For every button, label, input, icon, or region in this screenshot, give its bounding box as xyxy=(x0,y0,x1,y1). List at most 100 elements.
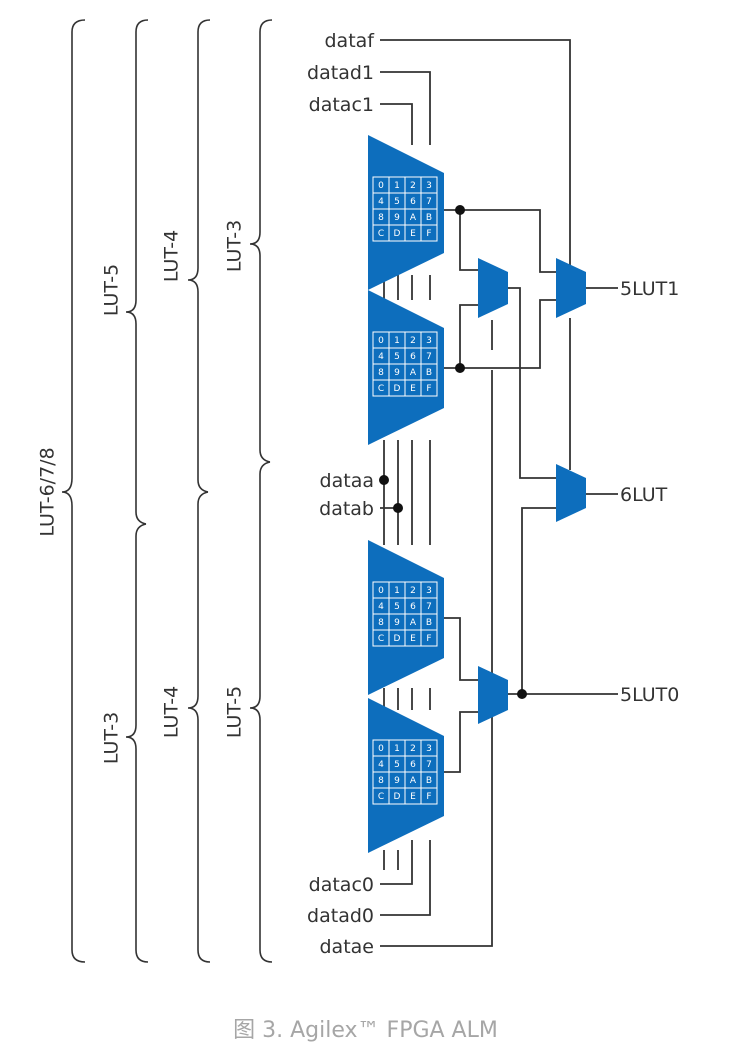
lut-cell-label: 9 xyxy=(394,618,400,628)
brace-label-lut4-bottom: LUT-4 xyxy=(161,686,183,738)
lut-cell-label: C xyxy=(378,634,384,644)
wire-lut2-to-mux xyxy=(459,304,478,368)
lut-cell-label: E xyxy=(410,384,416,394)
wire-5lut0-to-6lut xyxy=(521,507,558,694)
brace-lut5-top xyxy=(125,19,149,525)
lut-cell-label: C xyxy=(378,229,384,239)
lut-cell-label: D xyxy=(394,384,401,394)
lut-cell-label: E xyxy=(410,792,416,802)
lut-cell-label: 4 xyxy=(378,197,384,207)
lut-cell xyxy=(420,224,438,242)
lut-cell-label: 3 xyxy=(426,336,432,346)
wire-lut2-out xyxy=(440,299,558,369)
lut-trapezoid xyxy=(368,135,444,290)
lut-cell-label: 0 xyxy=(378,586,384,596)
junction-dot xyxy=(455,205,465,215)
lut-cell-label: B xyxy=(426,618,432,628)
lut-cell-label: 3 xyxy=(426,181,432,191)
brace-label-lut5-top: LUT-5 xyxy=(101,264,123,316)
lut-cell-label: 8 xyxy=(378,776,384,786)
lut-cell-label: F xyxy=(426,792,431,802)
lut-cell-label: 6 xyxy=(410,602,416,612)
output-label-6lut: 6LUT xyxy=(620,484,668,506)
lut-cell-label: 8 xyxy=(378,368,384,378)
lut-cell-label: C xyxy=(378,384,384,394)
wire-lut4-out xyxy=(440,711,478,773)
lut-cell-label: 7 xyxy=(426,602,432,612)
wires xyxy=(380,39,618,947)
lut-cell-label: 6 xyxy=(410,197,416,207)
wire-dataf xyxy=(380,39,571,268)
lut-cell-label: 7 xyxy=(426,197,432,207)
lut-cell-label: 3 xyxy=(426,744,432,754)
output-label-5lut0: 5LUT0 xyxy=(620,684,679,706)
lut-trapezoid xyxy=(368,290,444,445)
mux-5lut0 xyxy=(478,666,508,724)
lut-cell-label: D xyxy=(394,634,401,644)
lut-cell-label: 5 xyxy=(394,197,400,207)
input-label-datac0: datac0 xyxy=(309,874,374,896)
brace-lut678 xyxy=(61,19,86,963)
brace-lut3-bottom-outer xyxy=(125,523,149,963)
wire-lut1-out xyxy=(440,209,558,273)
lut-cell-label: B xyxy=(426,368,432,378)
lut-cell-label: 5 xyxy=(394,352,400,362)
brace-lut4-top xyxy=(187,19,211,493)
junction-dot xyxy=(393,503,403,513)
brace-label-lut678: LUT-6/7/8 xyxy=(37,447,59,536)
lut-cell-label: 2 xyxy=(410,744,416,754)
lut-cell-label: 2 xyxy=(410,586,416,596)
lut-cell-label: 4 xyxy=(378,352,384,362)
lut-cell-label: 2 xyxy=(410,181,416,191)
lut-cell-label: D xyxy=(394,229,401,239)
junction-dot xyxy=(455,363,465,373)
input-label-datad1: datad1 xyxy=(307,62,374,84)
wire-lut1-to-mux xyxy=(459,210,478,271)
lut-cell-label: 3 xyxy=(426,586,432,596)
lut-cell-label: 5 xyxy=(394,602,400,612)
lut-cell-label: 8 xyxy=(378,213,384,223)
wire-datad0 xyxy=(380,840,431,916)
lut-cell-label: 7 xyxy=(426,352,432,362)
lut-cell-label: A xyxy=(410,618,417,628)
alm-diagram: LUT-6/7/8 LUT-5 LUT-3 LUT-4 LUT-4 LUT-3 … xyxy=(37,19,679,963)
brace-lut4-bottom xyxy=(187,491,211,963)
input-label-dataf: dataf xyxy=(325,30,376,52)
brace-label-lut3-bottom-outer: LUT-3 xyxy=(101,712,123,764)
input-label-dataa: dataa xyxy=(320,470,374,492)
junction-dot xyxy=(517,689,527,699)
lut-cell-label: F xyxy=(426,634,431,644)
lut-cell-label: 9 xyxy=(394,213,400,223)
brace-label-lut4-top: LUT-4 xyxy=(161,230,183,282)
wire-datae xyxy=(380,370,493,947)
brace-lut5-bottom xyxy=(249,461,273,963)
lut-cell-label: 0 xyxy=(378,181,384,191)
lut-cell-label: A xyxy=(410,213,417,223)
lut-cell-label: 1 xyxy=(394,744,400,754)
junction-dot xyxy=(379,475,389,485)
input-label-datac1: datac1 xyxy=(309,94,374,116)
lut-cell-label: A xyxy=(410,776,417,786)
lut-cell-label: C xyxy=(378,792,384,802)
wire-lut3-out xyxy=(440,617,478,681)
lut-cell-label: E xyxy=(410,229,416,239)
wire-datac0 xyxy=(380,840,413,885)
brace-label-lut5-bottom: LUT-5 xyxy=(224,686,246,738)
lut-cell-label: 6 xyxy=(410,352,416,362)
lut-cell xyxy=(420,787,438,805)
lut-cell-label: F xyxy=(426,384,431,394)
braces xyxy=(61,19,273,963)
lut-cell-label: D xyxy=(394,792,401,802)
lut-cell-label: F xyxy=(426,229,431,239)
input-label-datae: datae xyxy=(320,936,375,958)
lut-cell-label: 1 xyxy=(394,336,400,346)
lut-cell-label: 8 xyxy=(378,618,384,628)
lut-cell-label: B xyxy=(426,776,432,786)
lut-cell-label: 1 xyxy=(394,181,400,191)
lut-cell xyxy=(420,379,438,397)
mux-6lut xyxy=(556,464,586,522)
